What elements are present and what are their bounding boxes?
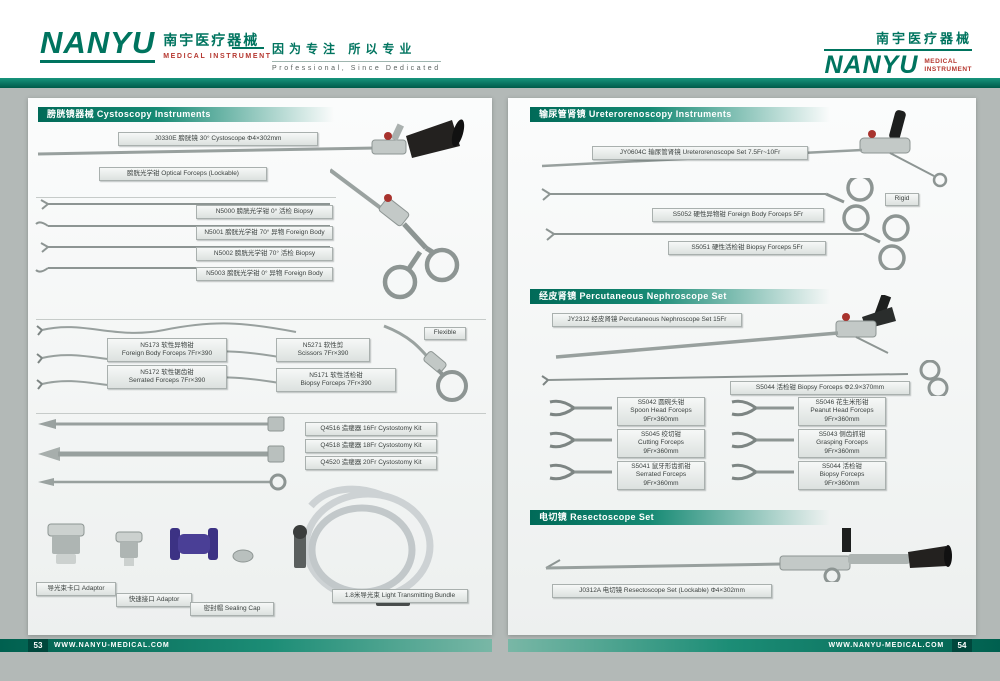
slogan-dash-icon (232, 47, 264, 49)
label-q4520: Q4520 造瘘器 20Fr Cystostomy Kit (305, 456, 437, 470)
tag-rigid: Rigid (885, 193, 919, 206)
brand-right-sub2: INSTRUMENT (924, 65, 972, 73)
label-s5044-long: S5044 活检钳 Biopsy Forceps Φ2.9×370mm (730, 381, 910, 395)
brand-right-cn: 南宇医疗器械 (824, 28, 972, 51)
page-number-left: 53 (28, 639, 48, 652)
slogan-cn: 因为专注 所以专业 (272, 42, 417, 56)
brand-name: NANYU (40, 27, 156, 63)
divider (36, 197, 336, 198)
section-title-resectoscope: 电切镜 Resectoscope Set (530, 510, 830, 525)
label-s5041: S5041 鼠牙形齿抓钳 Serrated Forceps 9Fr×360mm (617, 461, 705, 490)
website-right: WWW.NANYU-MEDICAL.COM (828, 642, 944, 649)
label-n5173: N5173 软性异物钳 Foreign Body Forceps 7Fr×390 (107, 338, 227, 362)
brand-name-cn: 南宇医疗器械 (163, 32, 260, 48)
label-s5052: S5052 硬性异物钳 Foreign Body Forceps 5Fr (652, 208, 824, 222)
divider (36, 413, 486, 414)
brand-subtitle: MEDICAL INSTRUMENT (163, 53, 272, 60)
website-left: WWW.NANYU-MEDICAL.COM (54, 642, 170, 649)
label-n5271: N5271 软性剪 Scissors 7Fr×390 (276, 338, 370, 362)
cystoscope-illustration (36, 112, 486, 170)
cystostomy-kits-illustration (34, 414, 304, 498)
label-q4516: Q4516 造瘘器 16Fr Cystostomy Kit (305, 422, 437, 436)
forceps-tips-illustration (542, 394, 962, 494)
label-q4518: Q4518 造瘘器 18Fr Cystostomy Kit (305, 439, 437, 453)
right-page-panel (508, 98, 976, 635)
label-s5051: S5051 硬性活检钳 Biopsy Forceps 5Fr (668, 241, 826, 255)
divider (36, 319, 486, 320)
label-light-adaptor: 导光束卡口 Adaptor (36, 582, 116, 596)
brand-logo-right: 南宇医疗器械 NANYU MEDICAL INSTRUMENT (824, 28, 972, 78)
flexible-forceps-illustration (34, 318, 304, 408)
label-jy0604c: JY0604C 输尿管肾镜 Ureterorenoscope Set 7.5Fr… (592, 146, 808, 160)
brand-right-sub1: MEDICAL (924, 57, 958, 65)
page-number-right: 54 (952, 639, 972, 652)
nephro-biopsy-forceps-illustration (540, 360, 970, 396)
header: NANYU 南宇医疗器械 MEDICAL INSTRUMENT 因为专注 所以专… (0, 0, 1000, 78)
label-n5172: N5172 软性锯齿钳 Serrated Forceps 7Fr×390 (107, 365, 227, 389)
label-cystoscope: J0330E 膀胱镜 30° Cystoscope Φ4×302mm (118, 132, 318, 146)
brand-logo: NANYU 南宇医疗器械 MEDICAL INSTRUMENT (40, 27, 272, 63)
section-title-cystoscopy: 膀胱镜器械 Cystoscopy Instruments (38, 107, 334, 122)
slogan-en: Professional, Since Dedicated (272, 61, 441, 72)
nephroscope-illustration (540, 295, 970, 380)
label-s5044: S5044 活检钳 Biopsy Forceps 9Fr×360mm (798, 461, 886, 490)
brand-right-name: NANYU (824, 51, 919, 79)
label-optical-forceps: 膀胱光学钳 Optical Forceps (Lockable) (99, 167, 267, 181)
label-n5003: N5003 膀胱光学钳 0° 异物 Foreign Body (196, 267, 333, 281)
label-s5046: S5046 花生米形钳 Peanut Head Forceps 9Fr×360m… (798, 397, 886, 426)
section-title-ureterorenoscopy: 输尿管肾镜 Ureterorenoscopy Instruments (530, 107, 830, 122)
flexible-forceps-handle-illustration (380, 318, 490, 413)
label-n5171: N5171 软性活检钳 Biopsy Forceps 7Fr×390 (276, 368, 396, 392)
label-n5002: N5002 膀胱光学钳 70° 活检 Biopsy (196, 247, 333, 261)
bridge-forceps-illustration (330, 160, 490, 310)
label-j0312a: J0312A 电切镜 Resectoscope Set (Lockable) Φ… (552, 584, 772, 598)
header-accent-stripe (0, 78, 1000, 88)
label-jy2312: JY2312 经皮肾镜 Percutaneous Nephroscope Set… (552, 313, 742, 327)
brand-slogan: 因为专注 所以专业 Professional, Since Dedicated (232, 40, 441, 72)
uretero-forceps-illustration (534, 178, 964, 270)
resectoscope-illustration (542, 524, 972, 582)
label-s5045: S5045 绞切钳 Cutting Forceps 9Fr×360mm (617, 429, 705, 458)
label-sealing-cap: 密封帽 Sealing Cap (190, 602, 274, 616)
label-n5001: N5001 膀胱光学钳 70° 异物 Foreign Body (196, 226, 333, 240)
adaptors-illustration (38, 510, 268, 590)
label-light-bundle: 1.8米导光束 Light Transmitting Bundle (332, 589, 468, 603)
label-s5043: S5043 侧齿抓钳 Grasping Forceps 9Fr×360mm (798, 429, 886, 458)
label-n5000: N5000 膀胱光学钳 0° 活检 Biopsy (196, 205, 333, 219)
section-title-nephroscope: 经皮肾镜 Percutaneous Nephroscope Set (530, 289, 830, 304)
tag-flexible: Flexible (424, 327, 466, 340)
footer-right: WWW.NANYU-MEDICAL.COM 54 (508, 639, 1000, 652)
footer-left: 53 WWW.NANYU-MEDICAL.COM (0, 639, 492, 652)
label-quick-adaptor: 快速接口 Adaptor (116, 593, 192, 607)
label-s5042: S5042 圆碗头钳 Spoon Head Forceps 9Fr×360mm (617, 397, 705, 426)
